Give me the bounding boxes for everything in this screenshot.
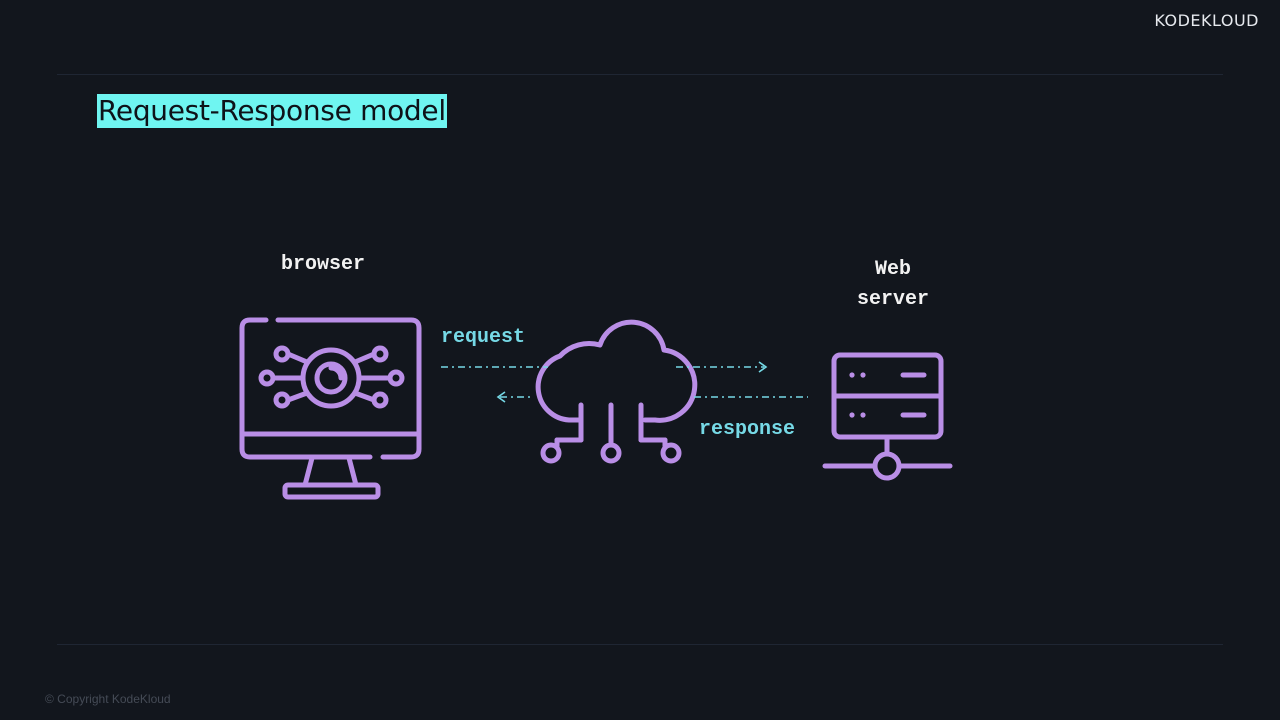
top-divider [57,74,1223,75]
request-label: request [441,326,526,349]
kodekloud-logo: KODEKLOUD [1154,11,1259,30]
browser-label: browser [281,253,366,276]
slide-title: Request-Response model [97,94,447,128]
response-label: response [699,418,796,441]
server-status-dots [849,372,866,418]
web-server-label-line2: server [856,288,929,311]
bottom-divider [57,644,1223,645]
request-arrow [441,361,768,373]
cloud-network-icon [535,319,698,464]
response-arrow [496,391,808,403]
copyright-notice: © Copyright KodeKloud [45,692,171,706]
monitor-eye-icon [239,317,422,500]
web-server-label-line1: Web [874,258,911,281]
server-icon [822,352,953,481]
web-server-label: Web server [849,255,937,315]
